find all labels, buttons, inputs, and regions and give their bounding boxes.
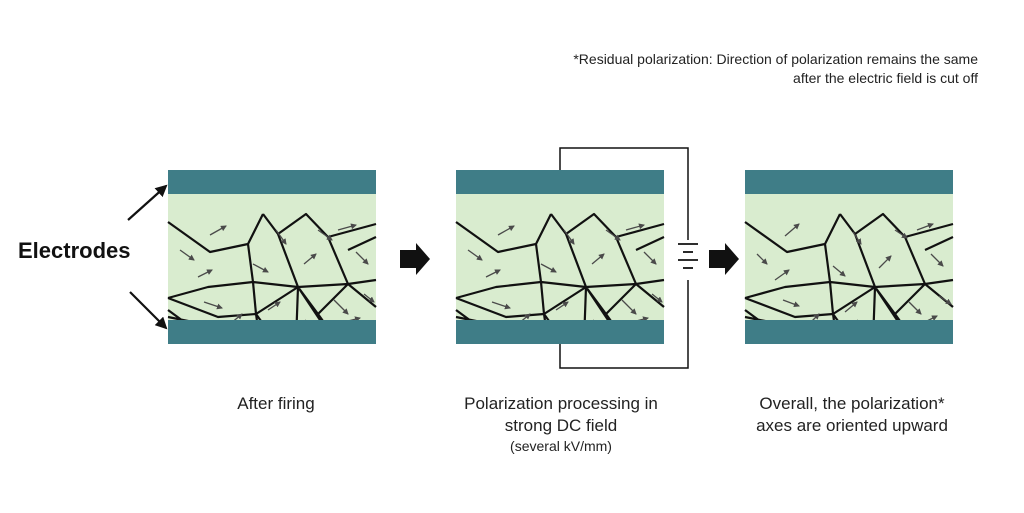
bottom-electrode (745, 320, 953, 344)
caption-oriented-line1: Overall, the polarization* (759, 394, 945, 413)
top-electrode (456, 170, 664, 194)
caption-processing-line2: strong DC field (504, 416, 618, 435)
caption-after-firing-text: After firing (237, 394, 315, 413)
electrode-pointer-bottom (129, 291, 168, 330)
panel-polarization-processing (454, 170, 666, 344)
caption-processing-sub: (several kV/mm) (510, 438, 612, 454)
electrodes-label: Electrodes (18, 238, 131, 263)
bottom-electrode (168, 320, 376, 344)
right-arrow-icon (400, 243, 430, 275)
ceramic-body (168, 192, 376, 342)
battery-icon (678, 243, 698, 269)
ceramic-body (456, 192, 664, 342)
top-electrode (168, 170, 376, 194)
caption-after-firing: After firing (176, 393, 376, 415)
right-arrow-icon (709, 243, 739, 275)
panel-after-firing (166, 170, 378, 344)
panel-oriented (743, 170, 955, 344)
caption-processing-line1: Polarization processing in (464, 394, 658, 413)
dc-circuit (559, 147, 689, 369)
electrode-pointer-top (127, 184, 168, 221)
bottom-electrode (456, 320, 664, 344)
top-electrode (745, 170, 953, 194)
ceramic-body (745, 192, 953, 342)
residual-polarization-note: *Residual polarization: Direction of pol… (573, 51, 978, 86)
caption-oriented: Overall, the polarization* axes are orie… (722, 393, 982, 437)
caption-oriented-line2: axes are oriented upward (756, 416, 948, 435)
caption-polarization-processing: Polarization processing in strong DC fie… (436, 393, 686, 455)
